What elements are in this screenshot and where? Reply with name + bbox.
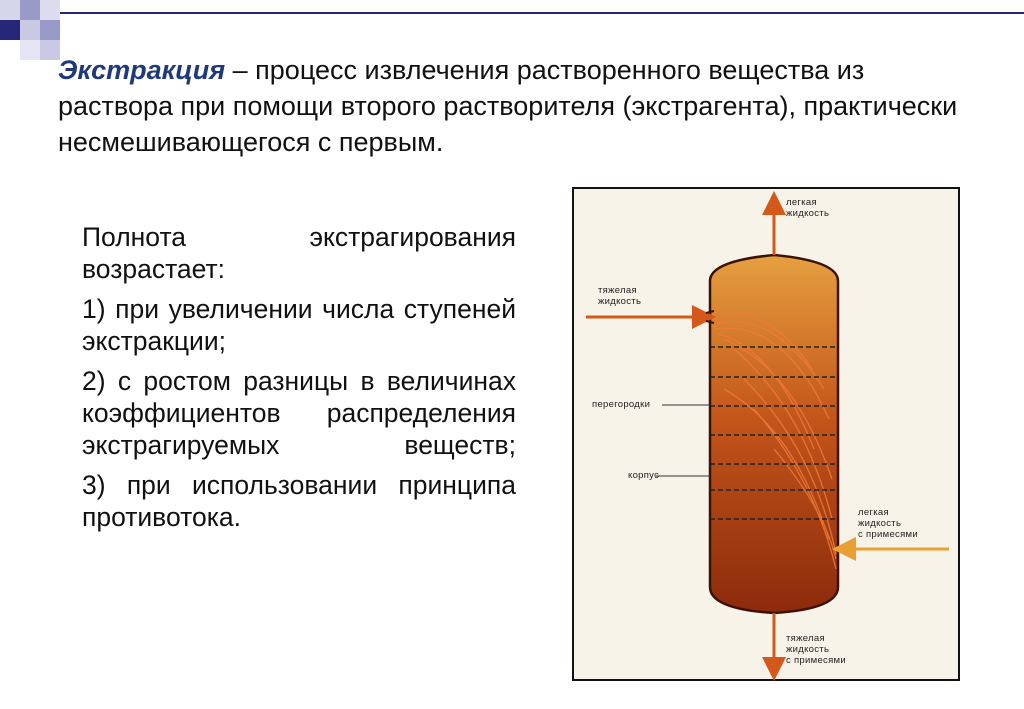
label-heavy-out-l2: жидкость — [786, 644, 830, 655]
partitions — [710, 346, 838, 520]
completeness-item-3: 3) при использовании принципа противоток… — [82, 470, 516, 532]
definition-text: Экстракция – процесс извлечения растворе… — [58, 52, 978, 160]
label-heavy-out-l1: тяжелая — [786, 633, 825, 644]
label-light-out: легкая жидкость — [786, 197, 829, 219]
label-partitions: перегородки — [592, 399, 651, 410]
label-heavy-in-l2: жидкость — [598, 296, 642, 307]
label-light-in-l1: легкая — [858, 507, 889, 518]
label-light-in-l2: жидкость — [858, 518, 902, 529]
completeness-item-1: 1) при увеличении числа ступеней экстрак… — [82, 294, 516, 356]
column-drawing — [586, 191, 949, 681]
label-light-out-l1: легкая — [786, 197, 817, 208]
label-heavy-in: тяжелая жидкость — [598, 285, 641, 307]
label-light-in-l3: с примесями — [858, 529, 918, 540]
definition-term: Экстракция — [58, 55, 226, 85]
completeness-item-2: 2) с ростом разницы в величинах коэффици… — [82, 366, 516, 460]
label-light-out-l2: жидкость — [786, 208, 830, 219]
label-heavy-in-l1: тяжелая — [598, 285, 637, 296]
corner-decoration — [0, 0, 1024, 60]
label-housing: корпус — [628, 470, 660, 481]
label-light-in: легкая жидкость с примесями — [858, 507, 918, 540]
label-heavy-out: тяжелая жидкость с примесями — [786, 633, 846, 666]
completeness-intro: Полнота экстрагирования возрастает: — [82, 222, 516, 284]
extraction-column-diagram: легкая жидкость тяжелая жидкость перегор… — [572, 187, 960, 681]
label-heavy-out-l3: с примесями — [786, 655, 846, 666]
completeness-list: Полнота экстрагирования возрастает: 1) п… — [82, 221, 516, 541]
definition-body: – процесс извлечения растворенного вещес… — [58, 55, 958, 157]
